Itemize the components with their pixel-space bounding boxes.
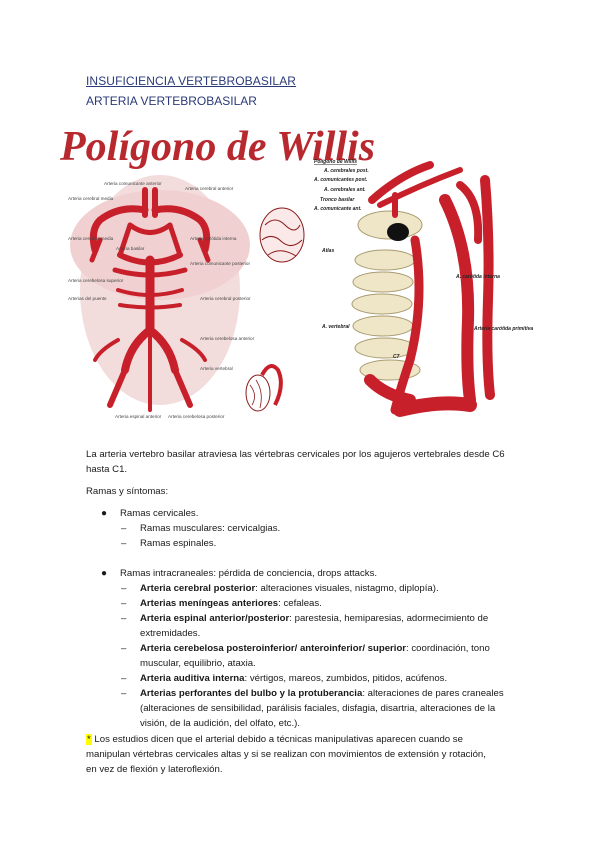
circle-of-willis-diagram [89, 187, 211, 412]
dash-icon: – [121, 523, 127, 534]
list-item: – Arteria cerebelosa posteroinferior/ an… [121, 643, 490, 669]
dash-icon: – [121, 598, 127, 609]
svg-text:A. carótida interna: A. carótida interna [455, 274, 500, 280]
svg-text:Arteria cerebral media: Arteria cerebral media [68, 236, 114, 241]
list-item: – Arterias perforantes del bulbo y la pr… [121, 688, 504, 729]
dash-icon: – [121, 688, 127, 699]
dash-icon: – [121, 538, 127, 549]
svg-text:Arteria comunicante anterior: Arteria comunicante anterior [104, 181, 162, 186]
dash-icon: – [121, 643, 127, 654]
svg-text:A. cerebrales ant.: A. cerebrales ant. [323, 187, 366, 193]
svg-text:Arteria cerebral posterior: Arteria cerebral posterior [200, 296, 251, 301]
document-subheading: ARTERIA VERTEBROBASILAR [86, 94, 257, 108]
brain-illustration [259, 207, 305, 263]
list-item: – Arteria cerebral posterior: alteracion… [121, 583, 439, 594]
svg-text:Arteria espinal anterior: Arteria espinal anterior [115, 414, 162, 419]
svg-text:Arteria cerebelosa posterior: Arteria cerebelosa posterior [168, 414, 225, 419]
svg-text:Tronco basilar: Tronco basilar [320, 197, 355, 203]
ramas-label: Ramas y síntomas: [86, 486, 169, 497]
svg-text:Arteria cerebral media: Arteria cerebral media [68, 196, 114, 201]
dash-icon: – [121, 613, 127, 624]
svg-text:Arterias del puente: Arterias del puente [68, 296, 107, 301]
svg-text:Arteria cerebral anterior: Arteria cerebral anterior [185, 186, 234, 191]
svg-text:A. comunicante ant.: A. comunicante ant. [313, 206, 362, 212]
intro-paragraph: La arteria vertebro basilar atraviesa la… [86, 449, 505, 475]
svg-text:Arteria carótida interna: Arteria carótida interna [190, 236, 237, 241]
list-item: – Arteria auditiva interna: vértigos, ma… [121, 673, 448, 684]
note-paragraph: * Los estudios dicen que el arterial deb… [86, 734, 486, 775]
figure-title: Polígono de Willis [59, 124, 375, 170]
svg-text:Polígono de Willis: Polígono de Willis [314, 159, 357, 165]
list-item: – Arteria espinal anterior/posterior: pa… [121, 613, 489, 639]
cervical-item: Ramas espinales. [140, 538, 217, 549]
svg-text:C7: C7 [393, 354, 400, 360]
svg-text:Arteria basilar: Arteria basilar [116, 246, 145, 251]
cervical-branches: ● Ramas cervicales. – Ramas musculares: … [101, 506, 281, 551]
svg-text:A. cerebrales post.: A. cerebrales post. [323, 168, 369, 174]
svg-text:A. comunicantes post.: A. comunicantes post. [313, 177, 367, 183]
anatomy-figure: Polígono de Willis Arteria comunicante a… [59, 124, 533, 419]
bullet-icon: ● [101, 568, 108, 579]
svg-text:Arteria vertebral: Arteria vertebral [200, 366, 233, 371]
svg-text:Atlas: Atlas [321, 248, 334, 254]
dash-icon: – [121, 583, 127, 594]
svg-text:Arteria cerebelosa anterior: Arteria cerebelosa anterior [200, 336, 255, 341]
bullet-icon: ● [101, 508, 108, 519]
svg-text:Arteria comunicante posterior: Arteria comunicante posterior [190, 261, 250, 266]
cervical-item: Ramas musculares: cervicalgias. [140, 523, 281, 534]
right-diagram-labels: Polígono de Willis A. cerebrales post. A… [313, 159, 533, 360]
svg-text:Arteria cerebelosa superior: Arteria cerebelosa superior [68, 278, 124, 283]
intracranial-title: Ramas intracraneales: pérdida de concien… [120, 568, 378, 579]
cervical-title: Ramas cervicales. [120, 508, 199, 519]
intracranial-branches: ● Ramas intracraneales: pérdida de conci… [101, 566, 520, 731]
heart-illustration [245, 364, 283, 412]
cervical-spine-diagram: Polígono de Willis A. cerebrales post. A… [313, 159, 533, 417]
highlight-star: * [86, 734, 92, 745]
svg-text:A. vertebral: A. vertebral [321, 324, 350, 330]
svg-text:Arteria carótida primitiva: Arteria carótida primitiva [473, 326, 533, 332]
document-heading: INSUFICIENCIA VERTEBROBASILAR [86, 74, 297, 88]
left-diagram-labels: Arteria comunicante anterior Arteria cer… [68, 181, 255, 419]
list-item: – Arterias meníngeas anteriores: cefalea… [121, 598, 322, 609]
dash-icon: – [121, 673, 127, 684]
